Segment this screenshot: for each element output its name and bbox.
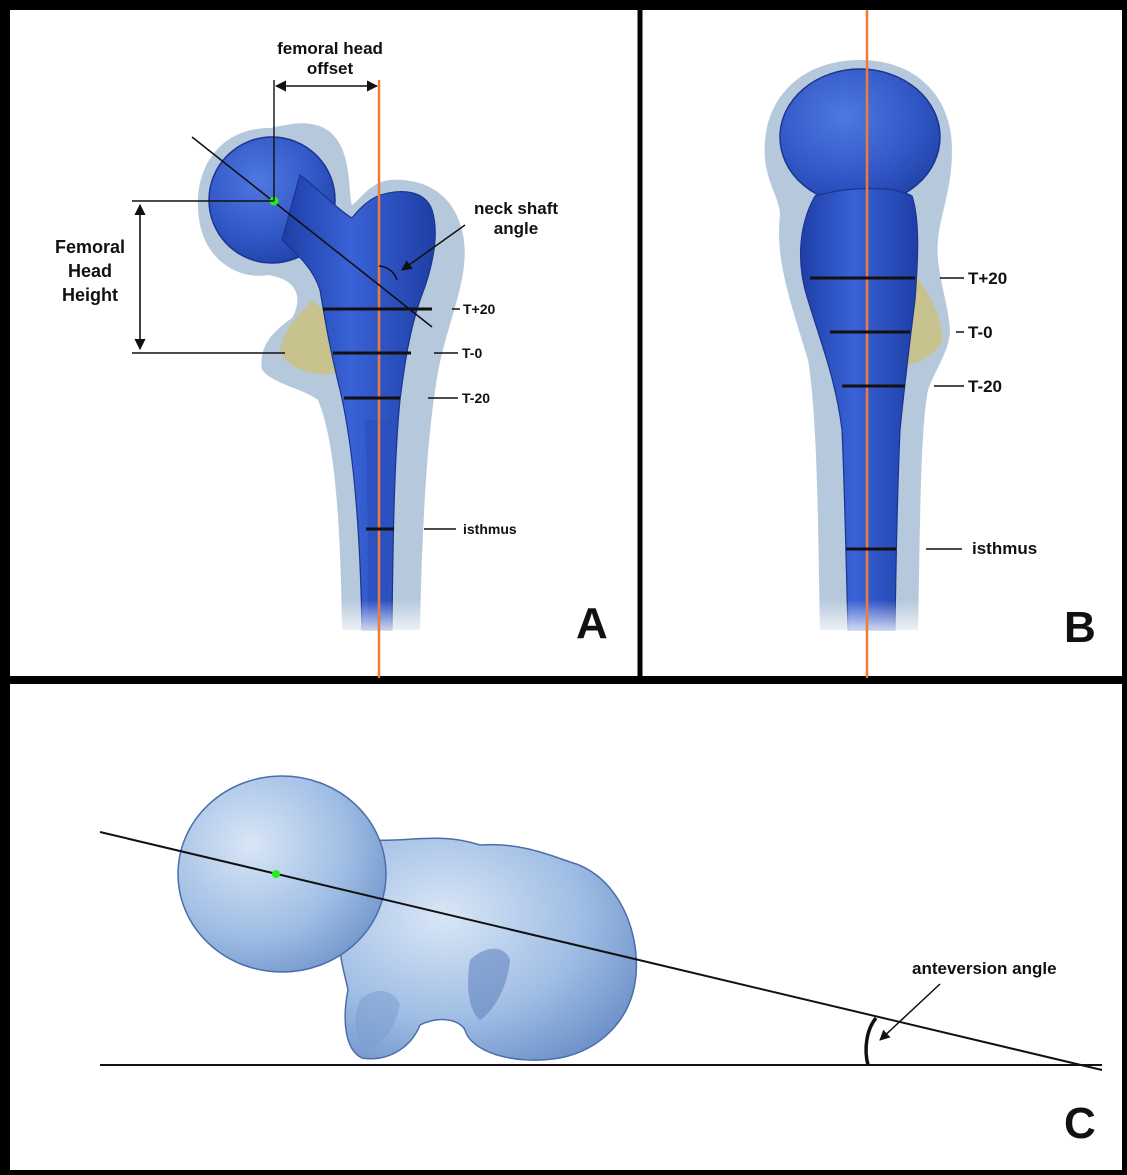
panel-b: T+20 T-0 T-20 isthmus B xyxy=(765,10,1096,678)
panel-c-head-center xyxy=(272,870,280,878)
panel-a-neck-label-2: angle xyxy=(494,219,538,238)
panel-a-t-plus-20-label: T+20 xyxy=(463,301,496,317)
panel-a-height-label-2: Head xyxy=(68,261,112,281)
panel-a: femoral head offset neck shaft angle Fem… xyxy=(55,39,608,678)
panel-b-t-minus-20-label: T-20 xyxy=(968,377,1002,396)
panel-c-femoral-head xyxy=(178,776,386,972)
panel-b-isthmus-label: isthmus xyxy=(972,539,1037,558)
panel-a-height-label-1: Femoral xyxy=(55,237,125,257)
panel-a-t-0-label: T-0 xyxy=(462,345,482,361)
panel-c-anteversion-arc xyxy=(866,1018,876,1065)
panel-a-offset-label-2: offset xyxy=(307,59,354,78)
panel-a-isthmus-label: isthmus xyxy=(463,521,517,537)
panel-b-letter: B xyxy=(1064,603,1096,652)
panel-a-offset-label-1: femoral head xyxy=(277,39,383,58)
panel-b-t-plus-20-label: T+20 xyxy=(968,269,1007,288)
panel-c-anteversion-label: anteversion angle xyxy=(912,959,1057,978)
panel-a-height-label-3: Height xyxy=(62,285,118,305)
panel-c: anteversion angle C xyxy=(100,776,1102,1148)
panel-b-femoral-head xyxy=(780,69,940,205)
panel-a-neck-label-1: neck shaft xyxy=(474,199,558,218)
panel-b-t-0-label: T-0 xyxy=(968,323,993,342)
panel-c-anteversion-arrow xyxy=(880,984,940,1040)
panel-c-letter: C xyxy=(1064,1099,1096,1148)
panel-a-letter: A xyxy=(576,599,608,648)
panel-a-t-minus-20-label: T-20 xyxy=(462,390,490,406)
